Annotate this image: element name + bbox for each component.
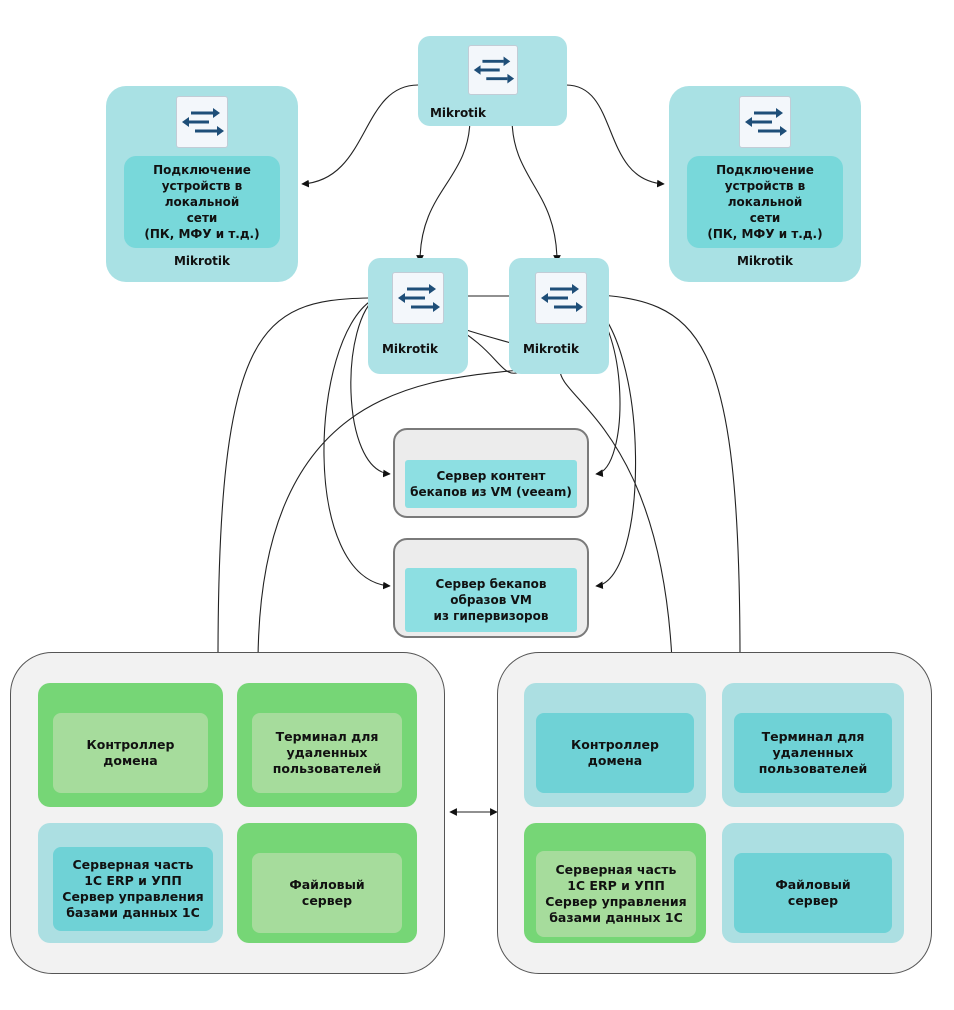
router-core-right[interactable]: Mikrotik [509,258,609,374]
switch-arrows-icon [392,272,444,324]
cluster-left-file[interactable]: Файловый сервер [237,823,417,943]
cluster-right-terminal-label: Терминал для удаленных пользователей [734,713,892,793]
cluster-right: Контроллер домена Терминал для удаленных… [497,652,932,974]
cluster-left-terminal-label: Терминал для удаленных пользователей [252,713,402,793]
router-right-label: Mikrotik [736,254,794,268]
cluster-left-terminal[interactable]: Терминал для удаленных пользователей [237,683,417,807]
router-right[interactable]: Подключение устройств в локальной сети (… [669,86,861,282]
router-core-right-label: Mikrotik [522,342,580,356]
cluster-left-erp[interactable]: Серверная часть 1С ERP и УПП Сервер упра… [38,823,223,943]
router-core-left-label: Mikrotik [381,342,439,356]
router-top-label: Mikrotik [429,106,487,120]
switch-arrows-icon [176,96,228,148]
server-backup-content[interactable]: Сервер контент бекапов из VM (veeam) [393,428,589,518]
router-left-desc: Подключение устройств в локальной сети (… [124,156,280,248]
cluster-right-file-label: Файловый сервер [734,853,892,933]
router-right-desc: Подключение устройств в локальной сети (… [687,156,843,248]
server-backup-images-label: Сервер бекапов образов VM из гипервизоро… [405,568,577,632]
cluster-right-erp-label: Серверная часть 1С ERP и УПП Сервер упра… [536,851,696,937]
cluster-right-erp[interactable]: Серверная часть 1С ERP и УПП Сервер упра… [524,823,706,943]
switch-arrows-icon [468,45,518,95]
cluster-right-dc[interactable]: Контроллер домена [524,683,706,807]
cluster-left-erp-label: Серверная часть 1С ERP и УПП Сервер упра… [53,847,213,931]
cluster-right-file[interactable]: Файловый сервер [722,823,904,943]
cluster-right-terminal[interactable]: Терминал для удаленных пользователей [722,683,904,807]
server-backup-content-label: Сервер контент бекапов из VM (veeam) [405,460,577,508]
cluster-right-dc-label: Контроллер домена [536,713,694,793]
router-top[interactable]: Mikrotik [418,36,567,126]
router-core-left[interactable]: Mikrotik [368,258,468,374]
cluster-left-dc[interactable]: Контроллер домена [38,683,223,807]
switch-arrows-icon [535,272,587,324]
switch-arrows-icon [739,96,791,148]
router-left-label: Mikrotik [173,254,231,268]
cluster-left-dc-label: Контроллер домена [53,713,208,793]
cluster-left-file-label: Файловый сервер [252,853,402,933]
router-left[interactable]: Подключение устройств в локальной сети (… [106,86,298,282]
cluster-left: Контроллер домена Терминал для удаленных… [10,652,445,974]
server-backup-images[interactable]: Сервер бекапов образов VM из гипервизоро… [393,538,589,638]
